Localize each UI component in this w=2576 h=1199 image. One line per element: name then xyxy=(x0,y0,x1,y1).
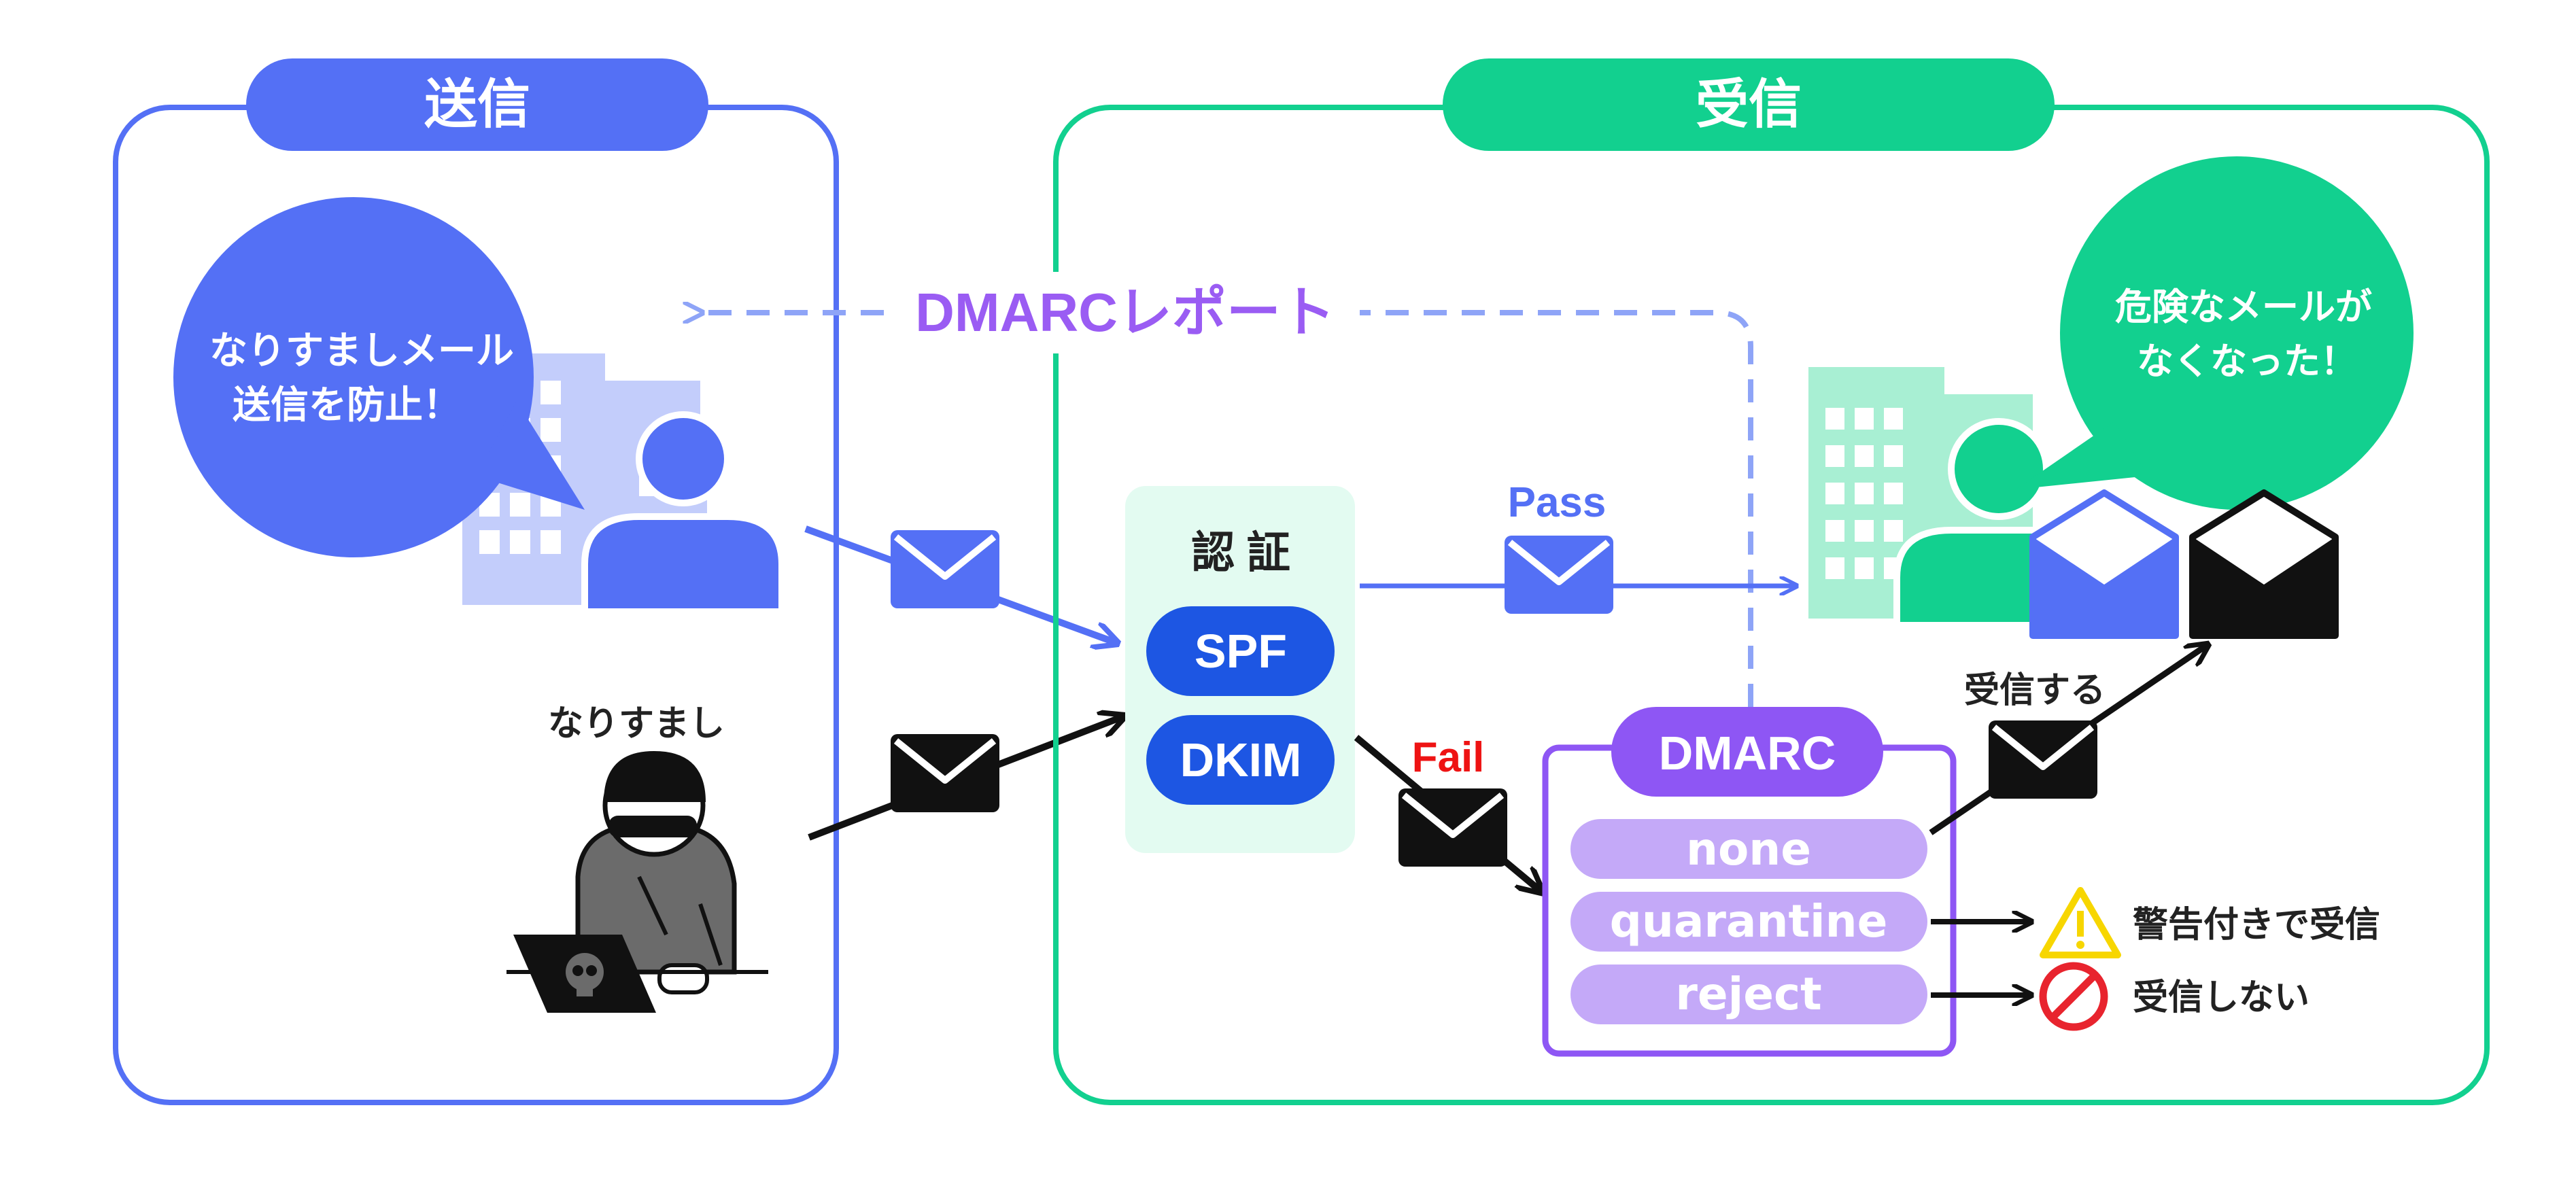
receive-speech-bubble xyxy=(2016,156,2414,510)
no-entry-icon xyxy=(2039,962,2108,1031)
auth-title: 認 証 xyxy=(1191,528,1290,577)
dkim-label: DKIM xyxy=(1180,733,1302,786)
policy-none xyxy=(1570,819,1927,879)
send-bubble-line2: 送信を防止！ xyxy=(233,383,461,426)
send-speech-bubble xyxy=(173,197,585,557)
accept-envelope-icon xyxy=(1989,720,2097,799)
spoof-envelope-icon xyxy=(891,734,999,812)
policy-reject xyxy=(1570,965,1927,1024)
receive-bubble-line1: 危険なメールが xyxy=(2115,287,2372,328)
open-envelope-blue-icon xyxy=(2029,489,2179,639)
report-label-bg xyxy=(891,272,1360,353)
dmarc-title-badge xyxy=(1611,707,1883,797)
dmarc-box: DMARC none quarantine reject xyxy=(1542,707,1957,1057)
dkim-pill xyxy=(1146,715,1335,805)
receive-title-badge xyxy=(1443,58,2055,151)
send-title: 送信 xyxy=(424,74,530,134)
accept-label: 受信する xyxy=(1964,671,2106,710)
receive-bubble-line2: なくなった！ xyxy=(2137,341,2357,382)
send-panel: 送信 なりすましメール 送信を防止！ xyxy=(113,58,1122,1105)
open-envelope-black-icon xyxy=(2189,489,2339,639)
legit-envelope-icon xyxy=(891,530,999,608)
fail-envelope-icon xyxy=(1398,788,1507,867)
dmarc-title: DMARC xyxy=(1659,727,1836,780)
receive-title: 受信 xyxy=(1696,74,1802,134)
warning-icon xyxy=(2040,887,2121,958)
policy-none-label: none xyxy=(1686,823,1811,875)
send-title-badge xyxy=(246,58,708,151)
fail-label: Fail xyxy=(1412,734,1485,781)
send-bubble-line1: なりすましメール xyxy=(209,329,514,372)
person-icon xyxy=(581,411,785,615)
policy-reject-label: reject xyxy=(1675,968,1821,1020)
dmarc-report-arrow xyxy=(700,313,1753,707)
policy-quarantine-label: quarantine xyxy=(1610,895,1888,948)
spf-label: SPF xyxy=(1195,625,1287,678)
pass-envelope-icon xyxy=(1505,536,1613,614)
reject-label: 受信しない xyxy=(2133,978,2309,1018)
warn-label: 警告付きで受信 xyxy=(2133,905,2380,945)
policy-quarantine xyxy=(1570,892,1927,952)
spf-pill xyxy=(1146,606,1335,696)
auth-box: 認 証 SPF DKIM xyxy=(1125,486,1355,853)
pass-label: Pass xyxy=(1508,479,1607,526)
hacker-icon xyxy=(506,751,768,1013)
spoofer-label: なりすまし xyxy=(548,704,725,744)
receive-panel: 受信 xyxy=(1053,58,2490,1105)
report-label: DMARCレポート xyxy=(915,282,1335,343)
